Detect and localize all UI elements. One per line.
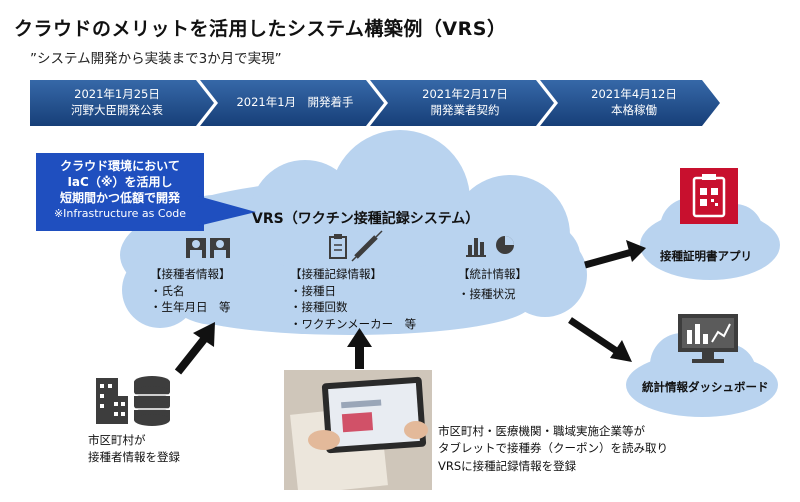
registrant-item: ・生年月日 等 [150, 300, 231, 315]
clipboard-icon [329, 234, 347, 259]
callout-line-1: クラウド環境において [60, 159, 180, 173]
tablet-photo-illustration [284, 370, 432, 490]
timeline-step-2-shape [200, 80, 384, 126]
vrs-cloud [120, 130, 587, 335]
timeline-step-2: 2021年1月 開発着手 [214, 80, 376, 126]
registrant-info: 【接種者情報】 ・氏名 ・生年月日 等 [150, 266, 231, 316]
record-heading: 【接種記録情報】 [290, 267, 382, 281]
people-icon [186, 238, 230, 258]
timeline-step-3: 2021年2月17日開発業者契約 [384, 80, 546, 126]
stats-item: ・接種状況 [458, 286, 516, 301]
monitor-dashboard-icon [678, 314, 738, 363]
tablet-photo [284, 370, 432, 490]
registrant-heading: 【接種者情報】 [150, 267, 231, 281]
tablet-caption: 市区町村・医療機関・職域実施企業等が タブレットで接種券（クーポン）を読み取り … [438, 423, 668, 475]
arrow-from-tablet [347, 328, 372, 369]
stats-heading: 【統計情報】 [458, 267, 527, 281]
syringe-icon [351, 230, 383, 262]
stats-info: 【統計情報】 ・接種状況 [458, 266, 527, 302]
arrow-to-app [584, 240, 646, 269]
arrow-from-municipality [174, 322, 215, 375]
tablet-caption-line-2: タブレットで接種券（クーポン）を読み取り [438, 441, 668, 456]
dashboard-label: 統計情報ダッシュボード [642, 380, 769, 394]
building-icon [96, 378, 128, 424]
record-item: ・接種日 [290, 283, 336, 298]
timeline-step-1-shape [30, 80, 214, 126]
page-title: クラウドのメリットを活用したシステム構築例（VRS） [14, 18, 507, 40]
timeline: 2021年1月25日河野大臣開発公表 2021年1月 開発着手 2021年2月1… [30, 80, 720, 126]
tablet-caption-line-1: 市区町村・医療機関・職域実施企業等が [438, 424, 645, 438]
record-item: ・接種回数 [290, 300, 348, 315]
timeline-step-4-label: 本格稼働 [611, 103, 657, 117]
timeline-step-1-date: 2021年1月25日 [74, 87, 160, 102]
page-subtitle: ”システム開発から実装まで3か月で実現” [30, 51, 282, 67]
pie-chart-icon [496, 236, 514, 254]
municipality-line-2: 接種者情報を登録 [88, 449, 180, 464]
record-info: 【接種記録情報】 ・接種日 ・接種回数 ・ワクチンメーカー 等 [290, 266, 416, 333]
timeline-step-4: 2021年4月12日本格稼働 [554, 80, 714, 126]
timeline-shapes [30, 80, 720, 126]
municipality-line-1: 市区町村が [88, 433, 146, 447]
municipality-caption: 市区町村が 接種者情報を登録 [88, 432, 180, 465]
timeline-step-3-shape [370, 80, 554, 126]
tablet-caption-line-3: VRSに接種記録情報を登録 [438, 458, 577, 473]
bar-chart-icon [466, 238, 486, 257]
timeline-step-2-label: 2021年1月 開発着手 [236, 95, 354, 110]
database-icon [134, 376, 170, 426]
record-item: ・ワクチンメーカー 等 [290, 317, 417, 332]
callout-line-3: 短期間かつ低額で開発 [59, 191, 180, 206]
timeline-step-1: 2021年1月25日河野大臣開発公表 [30, 80, 204, 126]
dashboard-cloud [626, 333, 778, 417]
timeline-step-4-shape [540, 80, 720, 126]
timeline-step-3-label: 開発業者契約 [430, 103, 500, 117]
callout-pointer [198, 196, 256, 226]
iac-callout: クラウド環境において IaC（※）を活用し 短期間かつ低額で開発 ※Infras… [36, 153, 204, 231]
callout-note: ※Infrastructure as Code [53, 206, 187, 220]
timeline-step-3-date: 2021年2月17日 [422, 87, 508, 102]
vrs-title: VRS（ワクチン接種記録システム） [252, 211, 480, 227]
timeline-step-1-label: 河野大臣開発公表 [71, 103, 163, 117]
app-label: 接種証明書アプリ [660, 249, 752, 263]
timeline-step-4-date: 2021年4月12日 [591, 87, 677, 102]
callout-line-2: IaC（※）を活用し [67, 175, 173, 190]
registrant-item: ・氏名 [150, 283, 185, 298]
arrow-to-dashboard [568, 317, 632, 362]
qr-certificate-icon [680, 168, 738, 224]
